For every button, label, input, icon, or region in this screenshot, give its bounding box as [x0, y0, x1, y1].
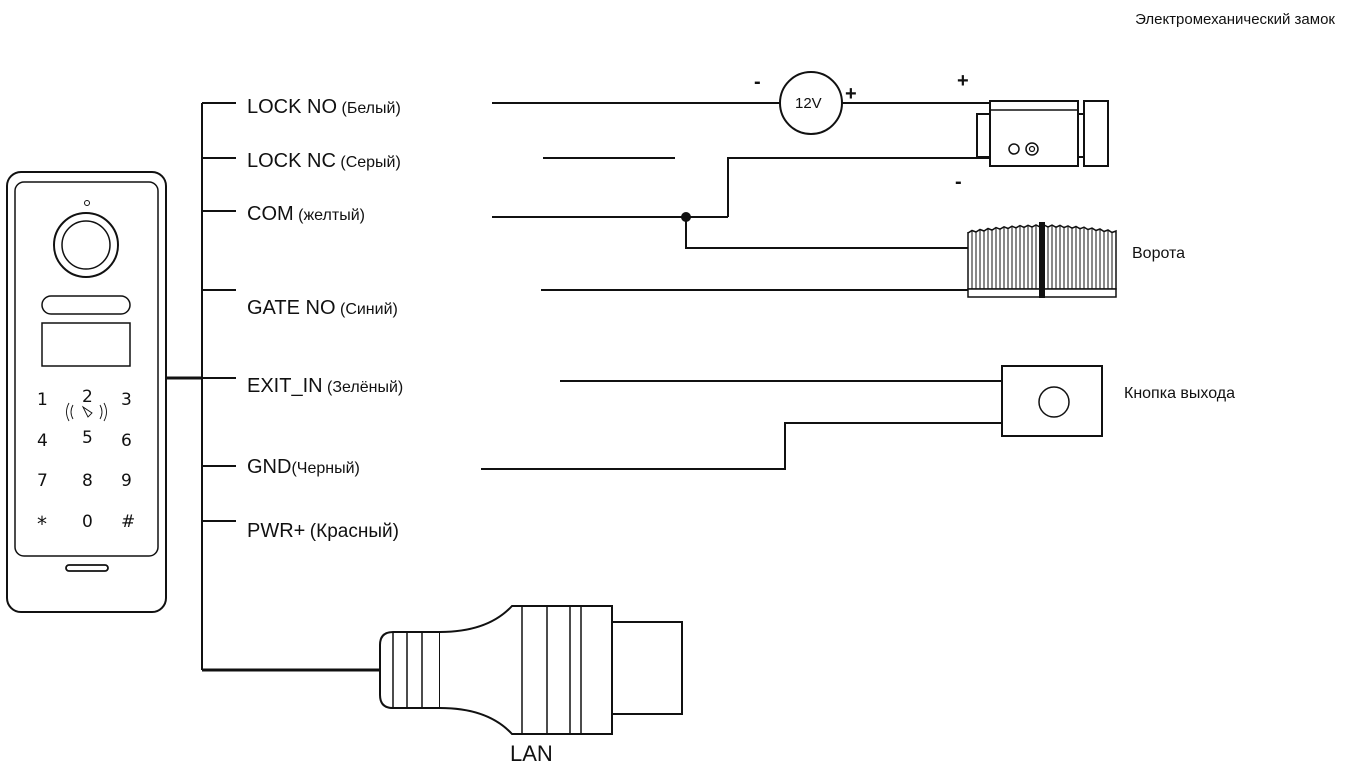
- wire-color: (Черный): [291, 460, 360, 477]
- wire-label-lock-nc: LOCK NC (Серый): [247, 151, 401, 171]
- wire-name: LOCK NC: [247, 150, 336, 172]
- wire-label-com: COM (желтый): [247, 204, 365, 224]
- wire-color: (Зелёный): [327, 379, 404, 396]
- speaker-grille: [65, 564, 109, 572]
- wire-name: PWR+: [247, 520, 306, 542]
- wire-com-to-gate: [685, 217, 968, 249]
- exit-button: [1001, 365, 1103, 437]
- keypad-key-0: 0: [82, 512, 93, 532]
- keypad-key-5: 5: [82, 428, 93, 448]
- power-supply-label: 12V: [795, 95, 822, 112]
- wire-color: (желтый): [298, 207, 365, 224]
- wire-name: GATE NO: [247, 297, 336, 319]
- power-supply-12v: [779, 71, 843, 135]
- gate-icon: [967, 222, 1117, 298]
- connection-wires: [481, 102, 1002, 470]
- wire-name: LOCK NO: [247, 96, 338, 118]
- keypad-key-1: 1: [37, 390, 48, 410]
- wire-name: EXIT_IN: [247, 375, 323, 397]
- microphone-icon: [84, 200, 90, 206]
- wire-label-pwr: PWR+ (Красный): [247, 521, 399, 541]
- wire-label-gnd: GND(Черный): [247, 457, 360, 477]
- wire-color: (Серый): [340, 154, 401, 171]
- wire-label-exit-in: EXIT_IN (Зелёный): [247, 376, 403, 396]
- keypad-key-4: 4: [37, 431, 48, 451]
- keypad-key-star: *: [37, 512, 47, 536]
- com-junction-dot: [681, 212, 691, 222]
- wire-label-gate-no: GATE NO (Синий): [247, 298, 398, 318]
- wire-gnd: [481, 422, 1002, 470]
- keypad-key-7: 7: [37, 471, 48, 491]
- keypad-key-hash: #: [121, 512, 136, 532]
- wire-com-to-lock: [727, 157, 990, 217]
- wire-name: COM: [247, 203, 294, 225]
- keypad-key-3: 3: [121, 390, 132, 410]
- intercom-panel: [6, 171, 167, 613]
- lock-title: Электромеханический замок: [1135, 11, 1335, 28]
- display-window: [41, 322, 131, 367]
- gate-label: Ворота: [1132, 245, 1186, 262]
- keypad-key-2: 2: [82, 387, 93, 407]
- power-supply-minus: -: [754, 71, 761, 93]
- keypad-key-9: 9: [121, 471, 132, 491]
- lock-minus: -: [955, 171, 962, 193]
- wire-harness: [166, 102, 380, 672]
- wire-label-lock-no: LOCK NO (Белый): [247, 97, 401, 117]
- keypad-key-8: 8: [82, 471, 93, 491]
- light-sensor-icon: [41, 295, 131, 315]
- keypad-key-6: 6: [121, 431, 132, 451]
- wire-color: (Синий): [339, 301, 398, 318]
- power-supply-plus: +: [845, 83, 857, 105]
- lock-plus: +: [957, 70, 969, 92]
- lan-label: LAN: [510, 741, 553, 766]
- wire-name: GND: [247, 456, 292, 478]
- camera-icon: [53, 212, 119, 278]
- electromechanical-lock: [976, 100, 1109, 167]
- wire-color: (Красный): [309, 521, 399, 542]
- wire-color: (Белый): [341, 100, 401, 117]
- rfid-icon: [66, 402, 107, 422]
- exit-button-label: Кнопка выхода: [1124, 385, 1236, 402]
- lan-connector: [379, 605, 683, 735]
